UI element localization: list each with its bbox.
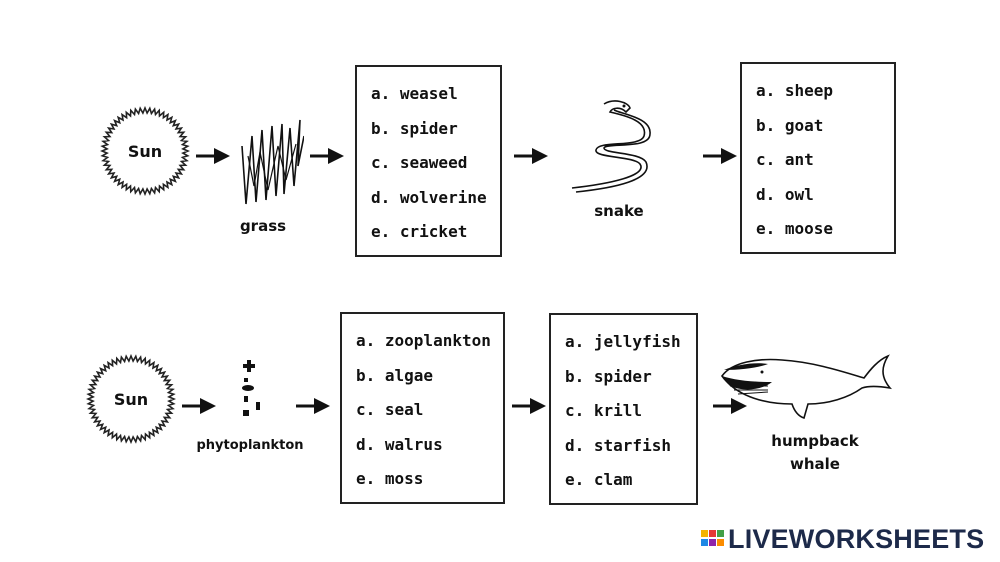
choice-option[interactable]: a. weasel: [371, 84, 458, 103]
sun-icon-row2: Sun: [86, 354, 176, 444]
liveworksheets-logo-icon: [701, 529, 724, 546]
grass-icon: [238, 116, 305, 206]
arrow-icon: [196, 146, 230, 166]
choice-option[interactable]: e. cricket: [371, 222, 468, 241]
choice-option[interactable]: e. moss: [356, 469, 424, 488]
liveworksheets-brand: LIVEWORKSHEETS: [700, 524, 984, 555]
humpback-whale-icon: [718, 346, 894, 422]
grass-label: grass: [239, 217, 287, 235]
phytoplankton-icon: [234, 358, 266, 420]
choice-option[interactable]: d. owl: [756, 184, 814, 204]
choice-option[interactable]: c. ant: [756, 150, 814, 169]
choice-option[interactable]: a. sheep: [756, 81, 834, 100]
choice-option[interactable]: e. moose: [756, 219, 834, 238]
humpback-whale-label-line1: humpback: [771, 432, 859, 450]
choice-option[interactable]: c. seal: [356, 400, 424, 419]
arrow-icon: [512, 396, 546, 416]
choice-box-row1-2: a. sheep b. goat c. ant d. owl e. moose: [740, 62, 896, 254]
brand-text: LIVEWORKSHEETS: [728, 524, 985, 554]
choice-option[interactable]: b. spider: [371, 118, 458, 138]
choice-option[interactable]: a. jellyfish: [565, 332, 681, 351]
choice-option[interactable]: d. walrus: [356, 434, 443, 454]
arrow-icon: [713, 396, 747, 416]
humpback-whale-label-line2: whale: [790, 455, 840, 473]
sun-label-row1: Sun: [127, 141, 163, 161]
arrow-icon: [296, 396, 330, 416]
arrow-icon: [310, 146, 344, 166]
arrow-icon: [703, 146, 737, 166]
sun-icon-row1: Sun: [100, 106, 190, 196]
choice-option[interactable]: b. goat: [756, 115, 824, 135]
choice-option[interactable]: b. spider: [565, 366, 652, 386]
choice-box-row1-1: a. weasel b. spider c. seaweed d. wolver…: [355, 65, 502, 257]
sun-label-row2: Sun: [113, 389, 149, 409]
choice-box-row2-1: a. zooplankton b. algae c. seal d. walru…: [340, 312, 505, 504]
arrow-icon: [514, 146, 548, 166]
snake-label: snake: [594, 202, 644, 220]
snake-icon: [568, 96, 664, 194]
choice-box-row2-2: a. jellyfish b. spider c. krill d. starf…: [549, 313, 698, 505]
choice-option[interactable]: d. starfish: [565, 435, 671, 455]
choice-option[interactable]: b. algae: [356, 365, 434, 385]
choice-option[interactable]: a. zooplankton: [356, 331, 491, 350]
choice-option[interactable]: e. clam: [565, 470, 633, 489]
phytoplankton-label: phytoplankton: [196, 438, 304, 453]
choice-option[interactable]: c. krill: [565, 401, 643, 420]
humpback-whale-label: humpback whale: [760, 430, 870, 476]
choice-option[interactable]: c. seaweed: [371, 153, 468, 172]
choice-option[interactable]: d. wolverine: [371, 187, 487, 207]
arrow-icon: [182, 396, 216, 416]
